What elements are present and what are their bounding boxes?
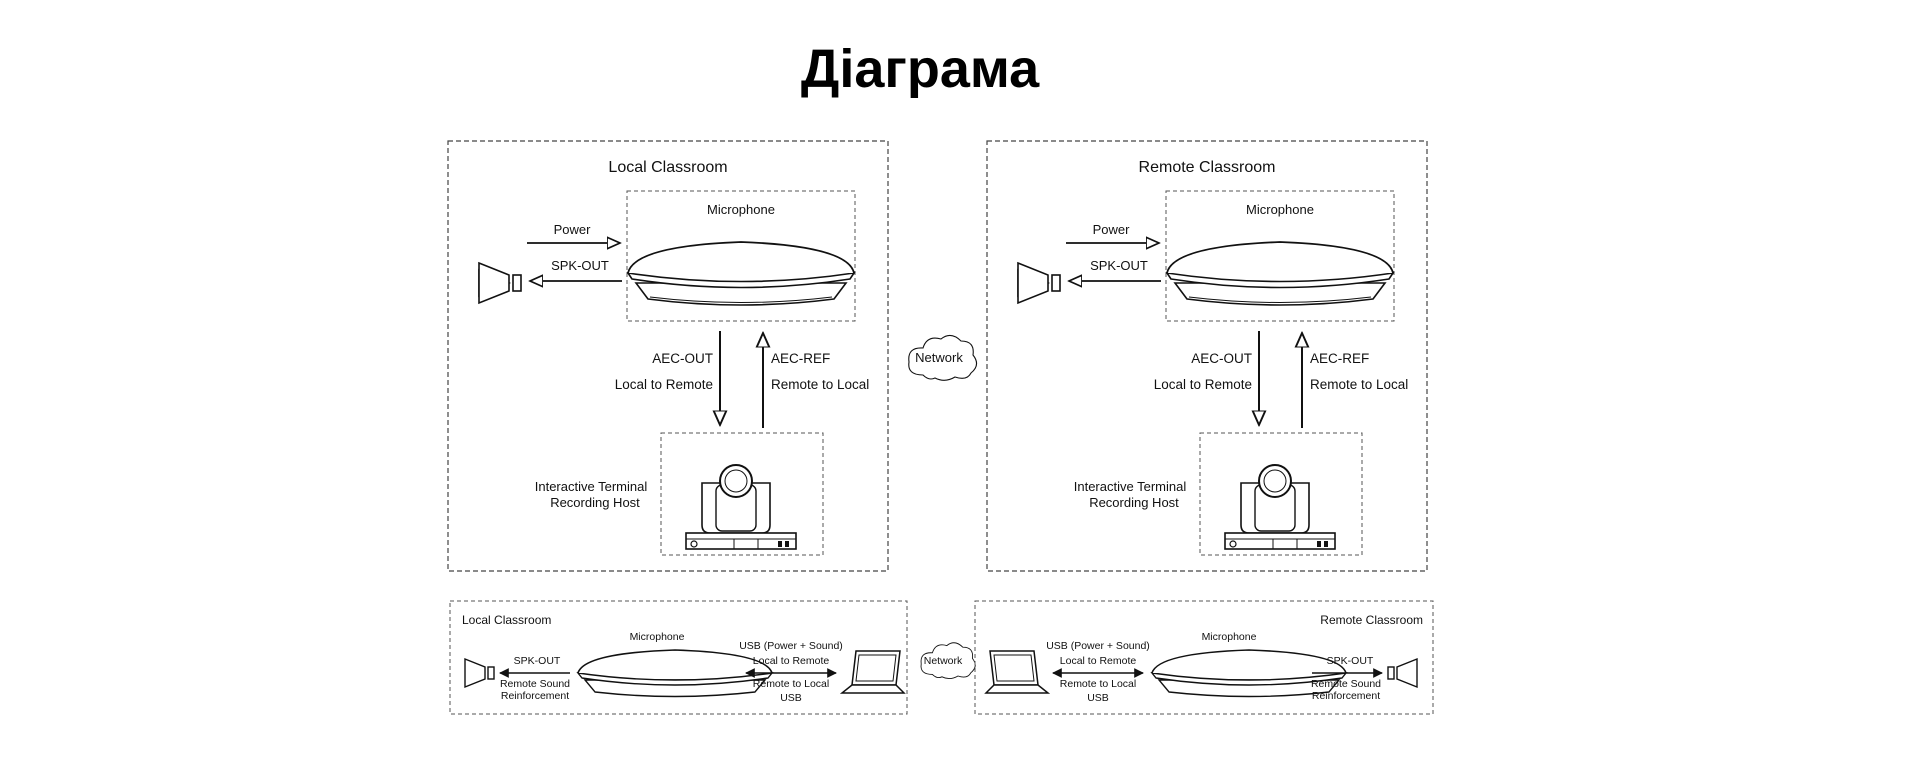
bottom-remote-section: Remote Classroom USB (Power + Sound) Loc… bbox=[974, 600, 1434, 715]
top-network-label: Network bbox=[915, 350, 963, 365]
bottom-remote-laptop-icon bbox=[985, 650, 1049, 694]
bottom-local-usb-ps-label: USB (Power + Sound) bbox=[739, 640, 843, 652]
top-local-host-frame bbox=[660, 432, 824, 556]
top-local-spk-out-label: SPK-OUT bbox=[551, 258, 609, 273]
bottom-remote-reinf-1: Remote Sound bbox=[1311, 678, 1381, 690]
bottom-local-reinf-2: Reinforcement bbox=[501, 690, 569, 702]
top-remote-section: Remote Classroom Microphone Power SPK-OU… bbox=[986, 140, 1428, 572]
top-local-aec-ref-label: AEC-REF bbox=[771, 351, 830, 366]
bottom-local-mic-label: Microphone bbox=[630, 631, 685, 643]
bottom-network-label: Network bbox=[924, 655, 963, 667]
bottom-remote-room-label: Remote Classroom bbox=[1320, 613, 1423, 627]
bottom-remote-reinf-2: Reinforcement bbox=[1312, 690, 1380, 702]
top-local-room-frame bbox=[447, 140, 889, 572]
top-remote-speaker-icon bbox=[1017, 262, 1061, 304]
top-local-host-label-1: Interactive Terminal bbox=[535, 479, 648, 494]
bottom-local-room-frame bbox=[449, 600, 908, 715]
top-local-mic-label: Microphone bbox=[707, 202, 775, 217]
top-remote-room-frame bbox=[986, 140, 1428, 572]
top-remote-r2l-label: Remote to Local bbox=[1310, 377, 1408, 392]
bottom-remote-room-frame bbox=[974, 600, 1434, 715]
top-remote-host-label-1: Interactive Terminal bbox=[1074, 479, 1187, 494]
top-remote-mic-label: Microphone bbox=[1246, 202, 1314, 217]
top-remote-room-label: Remote Classroom bbox=[1139, 159, 1276, 176]
top-local-l2r-label: Local to Remote bbox=[615, 377, 713, 392]
top-remote-power-label: Power bbox=[1093, 222, 1131, 237]
bottom-remote-r2l-label: Remote to Local bbox=[1060, 678, 1136, 690]
bottom-remote-spk-out-label: SPK-OUT bbox=[1327, 655, 1374, 667]
bottom-local-r2l-label: Remote to Local bbox=[753, 678, 829, 690]
top-remote-mic-frame bbox=[1165, 190, 1395, 322]
top-local-camera-icon bbox=[685, 464, 797, 550]
bottom-remote-usb-label: USB bbox=[1087, 692, 1109, 704]
bottom-local-l2r-label: Local to Remote bbox=[753, 655, 830, 667]
top-local-power-label: Power bbox=[554, 222, 592, 237]
top-local-mic-frame bbox=[626, 190, 856, 322]
top-remote-host-label-2: Recording Host bbox=[1089, 495, 1179, 510]
top-local-host-label-2: Recording Host bbox=[550, 495, 640, 510]
bottom-local-room-label: Local Classroom bbox=[462, 613, 551, 627]
bottom-local-microphone-icon bbox=[577, 649, 773, 698]
top-remote-l2r-label: Local to Remote bbox=[1154, 377, 1252, 392]
top-local-section: Local Classroom Microphone Power SPK-OUT… bbox=[447, 140, 889, 572]
bottom-remote-mic-label: Microphone bbox=[1202, 631, 1257, 643]
top-local-speaker-icon bbox=[478, 262, 522, 304]
bottom-remote-speaker-icon bbox=[1387, 658, 1418, 688]
bottom-remote-l2r-label: Local to Remote bbox=[1060, 655, 1137, 667]
top-remote-aec-ref-label: AEC-REF bbox=[1310, 351, 1369, 366]
top-remote-spk-out-label: SPK-OUT bbox=[1090, 258, 1148, 273]
top-local-r2l-label: Remote to Local bbox=[771, 377, 869, 392]
bottom-local-usb-label: USB bbox=[780, 692, 802, 704]
top-remote-camera-icon bbox=[1224, 464, 1336, 550]
top-local-microphone-icon bbox=[627, 241, 855, 306]
bottom-local-reinf-1: Remote Sound bbox=[500, 678, 570, 690]
bottom-local-laptop-icon bbox=[841, 650, 905, 694]
top-remote-microphone-icon bbox=[1166, 241, 1394, 306]
top-remote-aec-out-label: AEC-OUT bbox=[1191, 351, 1252, 366]
bottom-local-speaker-icon bbox=[464, 658, 495, 688]
bottom-remote-usb-ps-label: USB (Power + Sound) bbox=[1046, 640, 1150, 652]
bottom-local-spk-out-label: SPK-OUT bbox=[514, 655, 561, 667]
top-local-room-label: Local Classroom bbox=[608, 159, 727, 176]
bottom-local-section: Local Classroom SPK-OUT Remote Sound Rei… bbox=[449, 600, 908, 715]
top-local-aec-out-label: AEC-OUT bbox=[652, 351, 713, 366]
top-remote-host-frame bbox=[1199, 432, 1363, 556]
page-title: Діаграма bbox=[800, 39, 1040, 99]
